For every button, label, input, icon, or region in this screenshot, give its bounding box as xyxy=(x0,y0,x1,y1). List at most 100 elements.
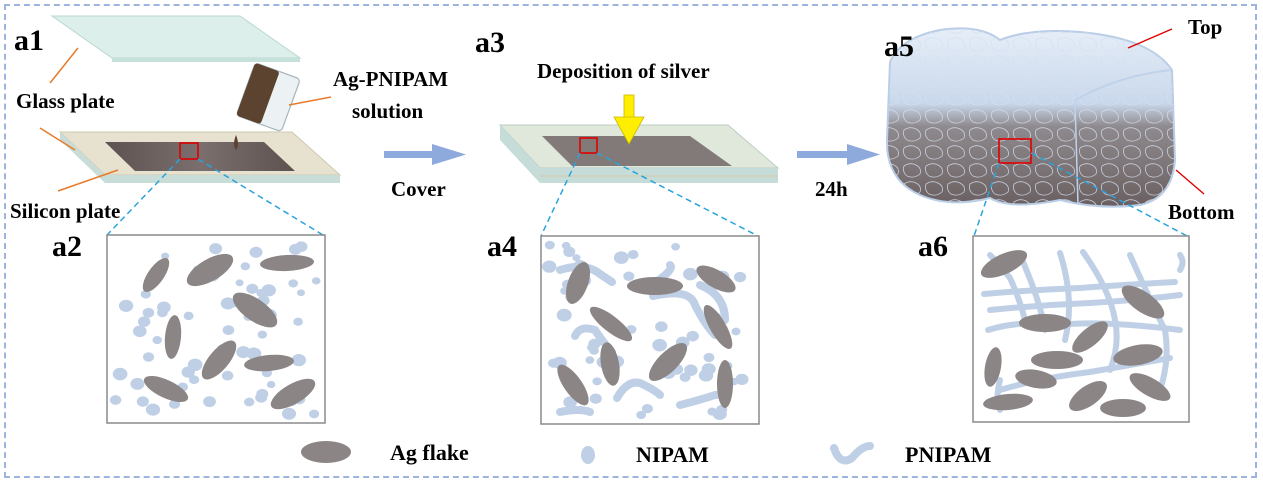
legend: Ag flake NIPAM PNIPAM xyxy=(301,440,992,467)
legend-nipam-label: NIPAM xyxy=(636,442,709,467)
legend-ag-flake-icon xyxy=(301,441,351,463)
legend-ag-flake-label: Ag flake xyxy=(390,440,469,465)
bottom-label: Bottom xyxy=(1168,200,1235,224)
panel-a6: a6 xyxy=(918,230,1190,423)
ag-flake xyxy=(589,306,633,342)
legend-nipam-icon xyxy=(581,446,595,464)
nipam-dot xyxy=(132,325,147,338)
nipam-dot xyxy=(636,410,647,420)
ag-flake xyxy=(648,342,688,382)
silicon-plate-leader xyxy=(57,169,119,192)
nipam-dot xyxy=(188,375,200,385)
nipam-dot xyxy=(712,407,727,421)
pnipam-chain xyxy=(1080,249,1120,373)
nipam-dot xyxy=(592,377,602,386)
nipam-dot xyxy=(244,397,255,407)
nipam-dot xyxy=(112,367,128,381)
panel-a5: a5 Top Bottom xyxy=(884,15,1235,237)
ag-flake xyxy=(1019,314,1071,332)
nipam-dot xyxy=(209,243,223,255)
ag-flake xyxy=(143,375,189,403)
ag-film xyxy=(542,136,732,166)
pnipam-chain xyxy=(1057,250,1072,343)
ag-flake xyxy=(1069,380,1107,412)
nipam-dot xyxy=(544,240,555,250)
pnipam-chain xyxy=(556,406,594,416)
ag-flake xyxy=(565,262,591,304)
time-label: 24h xyxy=(815,177,848,201)
ag-flake xyxy=(1100,399,1146,417)
nipam-dot xyxy=(735,373,749,385)
ag-flakes xyxy=(557,262,736,408)
pnipam-chain xyxy=(981,279,1178,297)
nipam-dot xyxy=(249,246,263,258)
nipam-dot xyxy=(288,279,299,288)
panel-a1: a1 Glass plate Silicon plate Ag-PNIPAM s… xyxy=(10,15,448,236)
nipam-dot xyxy=(281,407,297,420)
highlight-box xyxy=(579,137,598,154)
nipam-dot xyxy=(589,393,602,404)
pnipam-chain xyxy=(613,378,664,402)
ag-flake xyxy=(142,257,170,293)
top-label: Top xyxy=(1188,15,1222,39)
nipam-dot xyxy=(293,317,303,326)
nipam-dot xyxy=(288,243,302,255)
nipam-dot xyxy=(109,395,122,405)
ag-flake xyxy=(1015,369,1057,389)
nipam-dot xyxy=(157,308,168,318)
nipam-dot xyxy=(613,251,629,264)
nipam-dot xyxy=(118,299,134,312)
nipam-dot xyxy=(296,289,305,297)
nipam-dot xyxy=(161,252,170,260)
panel-label-a2: a2 xyxy=(52,230,82,263)
ag-flake xyxy=(980,250,1028,278)
nipam-dot xyxy=(142,307,155,318)
nipam-dot xyxy=(701,363,716,376)
nipam-dot xyxy=(652,338,668,352)
nipam-dot xyxy=(181,366,195,378)
pnipam-chain xyxy=(556,262,616,286)
nipam-dot xyxy=(671,242,680,251)
nipam-dot xyxy=(731,327,741,336)
nipam-dot xyxy=(563,246,576,257)
beaker-icon xyxy=(234,63,332,150)
nipam-dot xyxy=(136,396,149,407)
figure-frame xyxy=(4,4,1257,478)
glass-plate-label: Glass plate xyxy=(16,89,115,113)
ag-flake xyxy=(232,292,278,328)
nipam-dot xyxy=(308,409,320,419)
panel-a4: a4 xyxy=(487,230,760,425)
ag-flake xyxy=(164,315,182,359)
ag-flake xyxy=(1031,351,1083,369)
silicon-plate-label: Silicon plate xyxy=(10,199,120,223)
nipam-dot xyxy=(221,370,234,381)
nipam-dot xyxy=(169,399,181,409)
ag-flake xyxy=(600,342,620,386)
ag-flake xyxy=(627,277,683,295)
nipam-dot xyxy=(183,311,194,321)
nipam-dot xyxy=(203,396,216,408)
pnipam-chain xyxy=(649,289,719,339)
panel-label-a5: a5 xyxy=(884,30,914,63)
nipam-dot xyxy=(684,364,698,376)
ag-flake xyxy=(260,254,314,272)
ag-flake xyxy=(1072,321,1108,353)
panel-label-a3: a3 xyxy=(475,26,505,59)
cover-label: Cover xyxy=(391,177,446,201)
ag-flake xyxy=(1121,285,1165,319)
nipam-dot xyxy=(683,267,698,281)
nipam-dot xyxy=(145,403,161,416)
nipam-dot xyxy=(220,297,235,310)
ag-flake xyxy=(244,354,294,372)
nipam-dot xyxy=(311,277,321,285)
panel-label-a1: a1 xyxy=(14,24,44,57)
legend-pnipam-label: PNIPAM xyxy=(905,442,992,467)
top-leader xyxy=(1127,28,1173,49)
nipam-dot xyxy=(266,380,276,389)
nipam-dot xyxy=(255,392,268,403)
pnipam-chain xyxy=(696,281,729,324)
nipam-dot xyxy=(291,353,307,367)
nipam-dot xyxy=(556,308,572,322)
nipam-dot xyxy=(240,262,251,271)
